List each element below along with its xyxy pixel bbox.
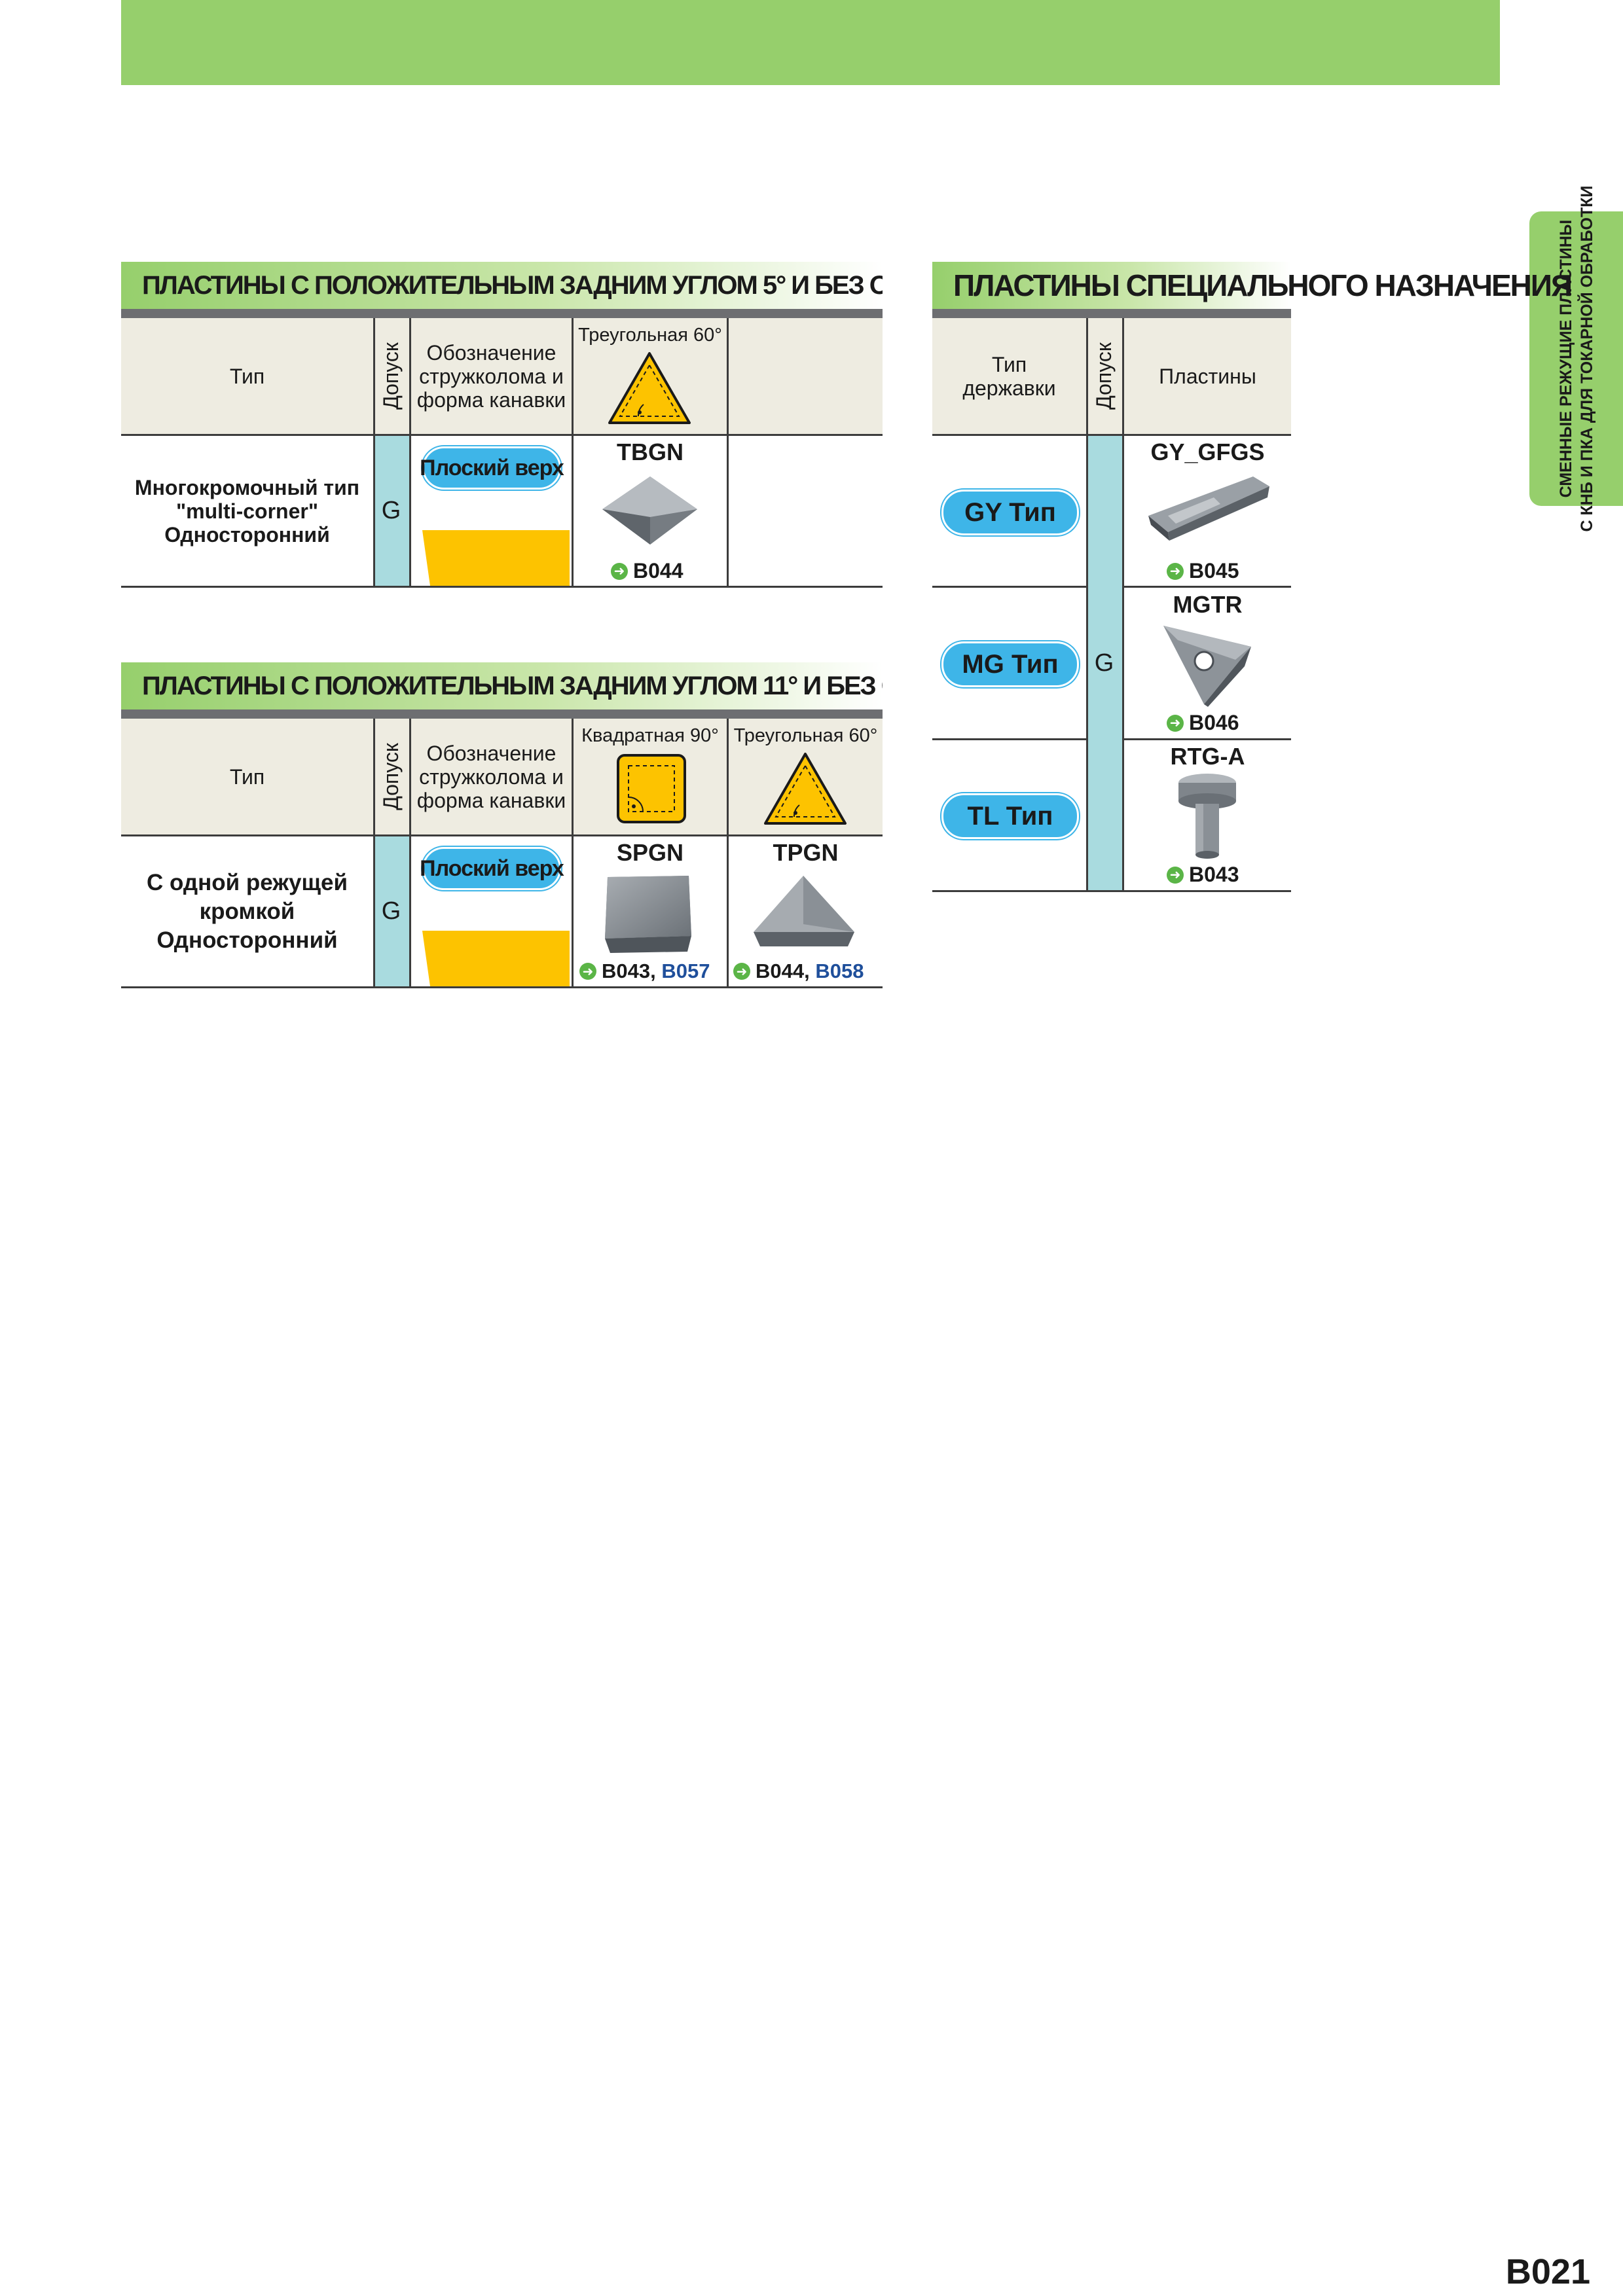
tpgn-insert-icon <box>754 876 854 946</box>
arrow-right-icon: ➜ <box>611 562 628 580</box>
table-header <box>932 318 1291 434</box>
header-chipbreaker: Обозначение стружколома и форма канавки <box>416 340 566 412</box>
table-special-purpose: ПЛАСТИНЫ СПЕЦИАЛЬНОГО НАЗНАЧЕНИЯ Тип дер… <box>932 262 1573 897</box>
insert-code-mg: MGTR <box>1173 591 1243 618</box>
section-title: ПЛАСТИНЫ СПЕЦИАЛЬНОГО НАЗНАЧЕНИЯ <box>932 262 1573 309</box>
ref-text: B045 <box>1189 559 1239 583</box>
table-header <box>121 318 883 434</box>
side-tab-line1: СМЕННЫЕ РЕЖУЩИЕ ПЛАСТИНЫ <box>1556 219 1575 498</box>
section-title: ПЛАСТИНЫ С ПОЛОЖИТЕЛЬНЫМ ЗАДНИМ УГЛОМ 5°… <box>121 262 883 309</box>
arrow-right-icon: ➜ <box>1167 562 1184 580</box>
chipbreaker-flat-top: Плоский верх <box>420 446 564 490</box>
tbgn-insert-icon <box>602 476 697 545</box>
top-banner <box>121 0 1500 85</box>
header-shape-square: Квадратная 90° <box>581 725 719 746</box>
row-tolerance: G <box>381 497 401 524</box>
row-type: С одной режущей кромкой Односторонний <box>146 869 348 953</box>
header-inserts: Пластины <box>1159 364 1256 388</box>
ref-sep: , <box>804 960 810 982</box>
holder-type-mg: MG Тип <box>941 641 1079 687</box>
rtg-insert-icon <box>1178 774 1236 859</box>
arrow-right-icon: ➜ <box>1167 866 1184 884</box>
catalog-ref-tl[interactable]: ➜ B043 <box>1167 863 1239 887</box>
insert-code-spgn: SPGN <box>616 839 684 866</box>
tolerance-column <box>373 434 409 586</box>
header-tolerance: Допуск <box>379 342 403 410</box>
side-section-tab: СМЕННЫЕ РЕЖУЩИЕ ПЛАСТИНЫ С КНБ И ПКА ДЛЯ… <box>1529 186 1623 532</box>
table-header <box>121 719 883 834</box>
section-title-bar <box>932 309 1291 318</box>
arrow-right-icon: ➜ <box>579 963 596 980</box>
arrow-right-icon: ➜ <box>733 963 750 980</box>
spgn-insert-icon <box>605 876 691 953</box>
header-shape-triangle: Треугольная 60° <box>578 324 722 346</box>
catalog-ref-gy[interactable]: ➜ B045 <box>1167 559 1239 583</box>
ref-text: B043 <box>1189 863 1239 886</box>
table-positive-5deg: ПЛАСТИНЫ С ПОЛОЖИТЕЛЬНЫМ ЗАДНИМ УГЛОМ 5°… <box>121 262 883 589</box>
arrow-right-icon: ➜ <box>1167 714 1184 732</box>
header-tolerance: Допуск <box>1092 342 1116 410</box>
holder-type-gy: GY Тип <box>941 490 1079 535</box>
ref-text: B043 <box>602 960 651 982</box>
square-shape-icon <box>617 754 686 823</box>
mgtr-insert-icon <box>1163 626 1251 707</box>
row-tolerance: G <box>381 897 401 925</box>
header-type: Тип <box>229 764 265 789</box>
gy-insert-icon <box>1148 476 1269 541</box>
ref-text: B044 <box>633 559 684 583</box>
flat-top-groove-icon <box>422 931 570 986</box>
chipbreaker-flat-top: Плоский верх <box>420 847 564 890</box>
table-positive-11deg: ПЛАСТИНЫ С ПОЛОЖИТЕЛЬНЫМ ЗАДНИМ УГЛОМ 11… <box>121 662 883 990</box>
triangle-shape-icon <box>764 753 847 825</box>
header-type: Тип <box>229 364 265 388</box>
row-type: Многокромочный тип "multi-corner" Одност… <box>134 475 360 547</box>
tolerance-value: G <box>1094 649 1114 677</box>
catalog-ref-tpgn[interactable]: ➜ B044, B058 <box>733 960 864 983</box>
catalog-ref-spgn[interactable]: ➜ B043, B057 <box>579 960 710 983</box>
insert-code-gy: GY_GFGS <box>1150 439 1265 465</box>
header-shape-triangle: Треугольная 60° <box>733 725 878 746</box>
ref-text: B046 <box>1189 711 1239 734</box>
side-tab-line2: С КНБ И ПКА ДЛЯ ТОКАРНОЙ ОБРАБОТКИ <box>1577 185 1596 532</box>
ref-text-alt: B057 <box>661 960 710 982</box>
section-title: ПЛАСТИНЫ С ПОЛОЖИТЕЛЬНЫМ ЗАДНИМ УГЛОМ 11… <box>121 662 883 709</box>
ref-text: B044 <box>756 960 805 982</box>
section-title-bar <box>121 709 883 719</box>
header-tolerance: Допуск <box>379 743 403 810</box>
insert-code-tl: RTG-A <box>1170 743 1245 770</box>
flat-top-groove-icon <box>422 530 570 586</box>
catalog-ref-mg[interactable]: ➜ B046 <box>1167 711 1239 735</box>
tolerance-column <box>373 834 409 986</box>
ref-sep: , <box>650 960 656 982</box>
header-holder-type: Тип державки <box>962 352 1056 400</box>
insert-code-tpgn: TPGN <box>773 839 839 866</box>
section-title-bar <box>121 309 883 318</box>
ref-text-alt: B058 <box>815 960 864 982</box>
triangle-shape-icon <box>608 352 691 424</box>
tolerance-column <box>1086 434 1122 892</box>
page-number: B021 <box>1505 2252 1590 2291</box>
catalog-ref[interactable]: ➜ B044 <box>611 559 684 583</box>
header-chipbreaker: Обозначение стружколома и форма канавки <box>416 741 566 812</box>
holder-type-tl: TL Тип <box>941 793 1079 839</box>
insert-code: TBGN <box>617 439 684 465</box>
